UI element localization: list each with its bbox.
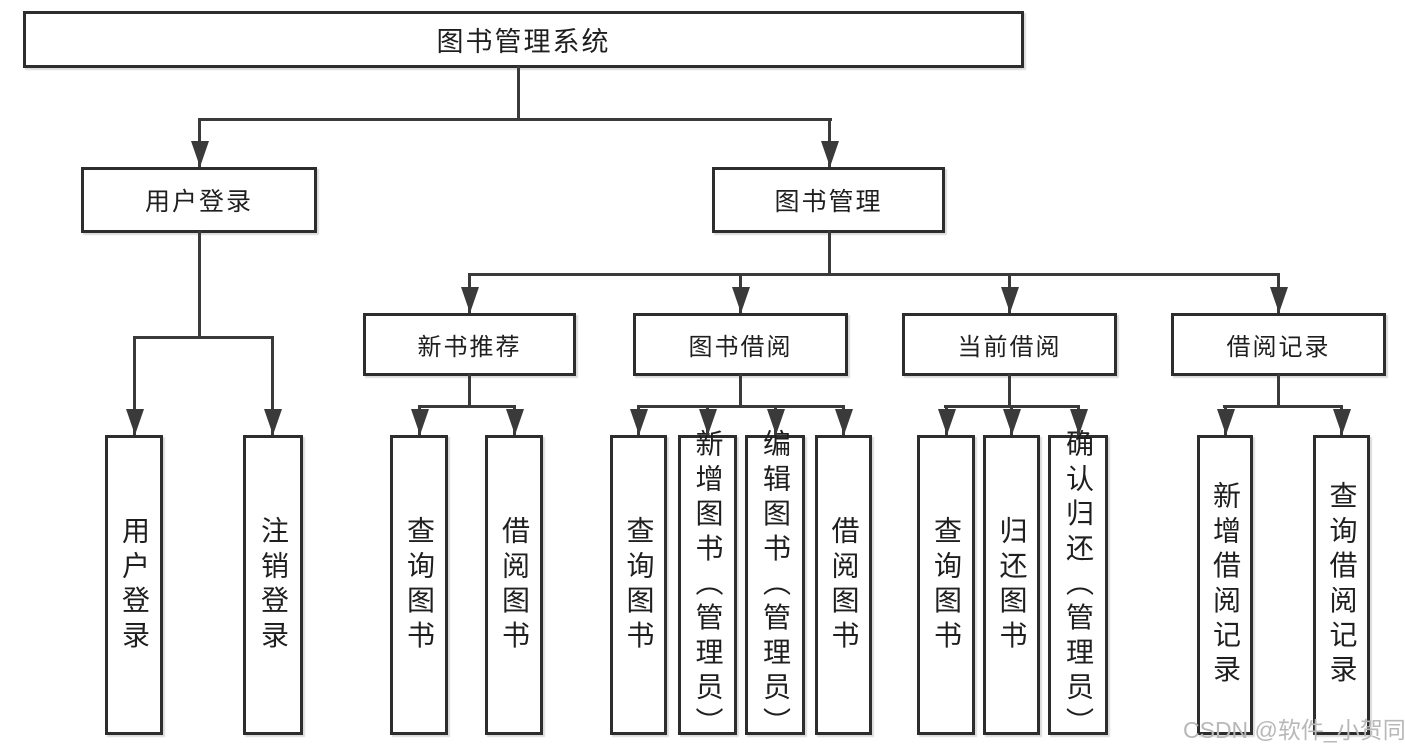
- leaf-cb-return-books: 归还图书: [983, 435, 1040, 735]
- connector-hline: [418, 405, 516, 408]
- connector-arrow: [1002, 405, 1021, 435]
- connector-arrow: [1069, 405, 1088, 435]
- connector-arrow: [698, 405, 717, 435]
- connector-arrow: [1000, 273, 1019, 313]
- connector-arrow: [263, 336, 282, 435]
- node-new-book-recommend: 新书推荐: [363, 313, 576, 376]
- leaf-label: 确认归还（管理员）: [1063, 428, 1094, 742]
- leaf-logout: 注销登录: [243, 435, 303, 735]
- connector-arrow: [1269, 273, 1288, 313]
- leaf-label: 借阅图书: [828, 515, 860, 655]
- connector-arrow: [834, 405, 853, 435]
- connector-arrow: [125, 336, 144, 435]
- leaf-label: 查询借阅记录: [1326, 480, 1358, 690]
- leaf-label: 借阅图书: [499, 515, 530, 655]
- leaf-nb-query-books: 查询图书: [390, 435, 448, 735]
- connector-hline: [133, 336, 274, 339]
- node-book-borrowing: 图书借阅: [633, 313, 848, 376]
- node-book-management: 图书管理: [712, 167, 945, 233]
- leaf-label: 用户登录: [119, 515, 150, 655]
- connector-hline: [198, 118, 832, 121]
- leaf-label: 查询图书: [404, 515, 435, 655]
- leaf-label: 注销登录: [258, 515, 289, 655]
- node-borrow-records: 借阅记录: [1171, 313, 1386, 376]
- node-label: 用户登录: [144, 188, 253, 216]
- connector-arrow: [731, 273, 750, 313]
- node-user-login: 用户登录: [81, 167, 317, 233]
- connector-hline: [1223, 405, 1343, 408]
- connector-arrow: [937, 405, 956, 435]
- connector-arrow: [190, 118, 209, 167]
- node-library-management-system: 图书管理系统: [23, 11, 1024, 68]
- leaf-cb-query-books: 查询图书: [917, 435, 975, 735]
- connector-vline: [517, 66, 520, 121]
- connector-arrow: [766, 405, 785, 435]
- connector-vline: [1277, 374, 1280, 405]
- connector-vline: [828, 231, 831, 273]
- leaf-label: 新增图书（管理员）: [692, 428, 724, 742]
- connector-arrow: [460, 273, 479, 313]
- leaf-bb-add-books-admin: 新增图书（管理员）: [678, 429, 737, 741]
- node-label: 借阅记录: [1226, 334, 1331, 361]
- connector-vline: [739, 374, 742, 405]
- leaf-label: 归还图书: [996, 515, 1028, 655]
- connector-vline: [1008, 374, 1011, 405]
- connector-arrow: [410, 405, 429, 435]
- node-label: 图书管理: [774, 188, 883, 216]
- leaf-cb-confirm-return-admin: 确认归还（管理员）: [1048, 429, 1108, 741]
- leaf-user-login: 用户登录: [105, 435, 163, 735]
- node-current-borrowing: 当前借阅: [902, 313, 1117, 376]
- leaf-label: 查询图书: [623, 515, 655, 655]
- connector-arrow: [820, 118, 839, 167]
- leaf-bb-query-books: 查询图书: [610, 435, 667, 735]
- csdn-watermark: CSDN @软件_小贺同学: [1183, 717, 1405, 743]
- node-label: 新书推荐: [417, 334, 522, 361]
- connector-arrow: [629, 405, 648, 435]
- connector-arrow: [505, 405, 524, 435]
- connector-hline: [637, 405, 845, 408]
- connector-arrow: [1216, 405, 1235, 435]
- leaf-bb-borrow-books: 借阅图书: [815, 435, 872, 735]
- connector-hline: [468, 273, 1280, 276]
- connector-vline: [198, 231, 201, 336]
- leaf-label: 查询图书: [931, 515, 962, 655]
- connector-vline: [468, 374, 471, 405]
- leaf-label: 新增借阅记录: [1210, 480, 1241, 690]
- leaf-br-add-record: 新增借阅记录: [1197, 435, 1253, 735]
- connector-arrow: [1332, 405, 1351, 435]
- leaf-br-query-record: 查询借阅记录: [1313, 435, 1370, 735]
- leaf-bb-edit-books-admin: 编辑图书（管理员）: [745, 429, 805, 741]
- node-label: 图书借阅: [688, 334, 793, 361]
- leaf-nb-borrow-books: 借阅图书: [485, 435, 543, 735]
- node-label: 图书管理系统: [436, 27, 611, 57]
- node-label: 当前借阅: [957, 334, 1062, 361]
- leaf-label: 编辑图书（管理员）: [760, 428, 791, 742]
